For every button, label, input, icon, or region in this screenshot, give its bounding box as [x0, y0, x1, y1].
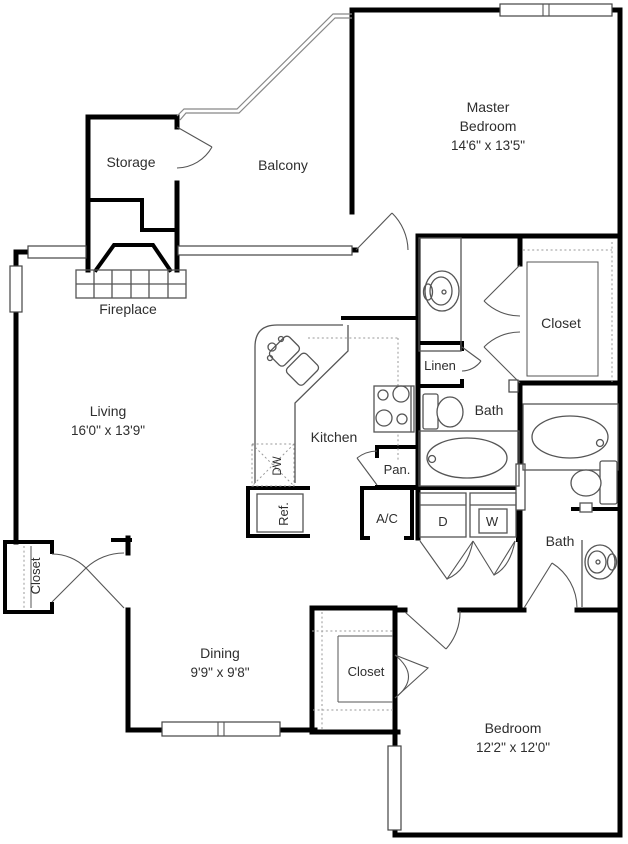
- living-left-window: [9, 265, 23, 313]
- living-top-window: [27, 245, 87, 259]
- bedroom-dims: 12'2" x 12'0": [476, 740, 550, 755]
- dishwasher: [251, 443, 295, 487]
- fireplace-label: Fireplace: [99, 301, 157, 317]
- stove: [373, 385, 415, 433]
- doors: [51, 126, 578, 699]
- dashed-lines: [23, 242, 613, 730]
- dining-label: Dining: [200, 645, 240, 661]
- entry-closet-label: Closet: [28, 557, 43, 594]
- refrigerator-label: Ref.: [276, 502, 291, 526]
- refrigerator: [256, 493, 304, 533]
- washer-label: W: [486, 514, 499, 529]
- laundry-fixtures: [419, 492, 517, 538]
- washer: [469, 492, 517, 538]
- ac-label: A/C: [376, 511, 398, 526]
- balcony-label: Balcony: [258, 157, 308, 173]
- entry-door: [85, 552, 125, 609]
- pantry-label: Pan.: [384, 462, 411, 477]
- toilet-1: [422, 393, 464, 430]
- dining-window: [161, 721, 281, 737]
- windows: [9, 3, 613, 831]
- kitchen-fixtures: [251, 324, 415, 533]
- entry-closet-door: [51, 553, 87, 603]
- master-closet-doors: [483, 264, 521, 384]
- master-bedroom-door: [355, 212, 409, 251]
- bedroom-closet-door: [394, 654, 430, 699]
- fireplace-hearth: [75, 269, 187, 299]
- pantry-door: [356, 450, 378, 486]
- dishwasher-label: DW: [272, 456, 284, 475]
- toilet-2: [570, 460, 618, 513]
- master-bedroom-window: [499, 3, 613, 17]
- bath-pocket: [515, 463, 526, 511]
- dryer-label: D: [438, 514, 447, 529]
- linen-label: Linen: [424, 358, 456, 373]
- bedroom-label: Bedroom: [485, 720, 542, 736]
- pedestal-sink: [584, 544, 618, 580]
- kitchen-label: Kitchen: [311, 429, 358, 445]
- bathtub-1: [418, 430, 520, 487]
- bedroom-closet-label: Closet: [348, 664, 385, 679]
- bath2-door: [523, 562, 578, 609]
- living-dims: 16'0" x 13'9": [71, 423, 145, 438]
- dining-dims: 9'9" x 9'8": [190, 665, 249, 680]
- bath-fixtures: [418, 237, 619, 580]
- counter-inner: [294, 325, 349, 483]
- storage-door: [176, 126, 213, 169]
- living-label: Living: [90, 403, 127, 419]
- bathtub-2: [522, 403, 619, 471]
- storage-label: Storage: [106, 154, 155, 170]
- master-closet-label: Closet: [541, 315, 581, 331]
- master-bedroom-label-2: Bedroom: [460, 118, 517, 134]
- bedroom-door: [404, 610, 461, 650]
- master-bath-label: Bath: [475, 402, 504, 418]
- balcony-railing: [176, 13, 352, 121]
- labels: Storage Balcony Master Bedroom 14'6" x 1…: [28, 99, 581, 755]
- dryer: [419, 492, 467, 538]
- balcony-window: [177, 245, 353, 256]
- master-bedroom-label-1: Master: [467, 99, 510, 115]
- linen-door: [461, 346, 482, 372]
- bedroom-window: [387, 745, 402, 831]
- counter-outer: [254, 324, 343, 483]
- bath1-jamb: [508, 379, 519, 393]
- vanity-sink: [418, 237, 462, 352]
- master-bedroom-dims: 14'6" x 13'5": [451, 138, 525, 153]
- kitchen-sink: [266, 335, 320, 386]
- laundry-bifold-doors: [419, 540, 516, 580]
- bath2-label: Bath: [546, 533, 575, 549]
